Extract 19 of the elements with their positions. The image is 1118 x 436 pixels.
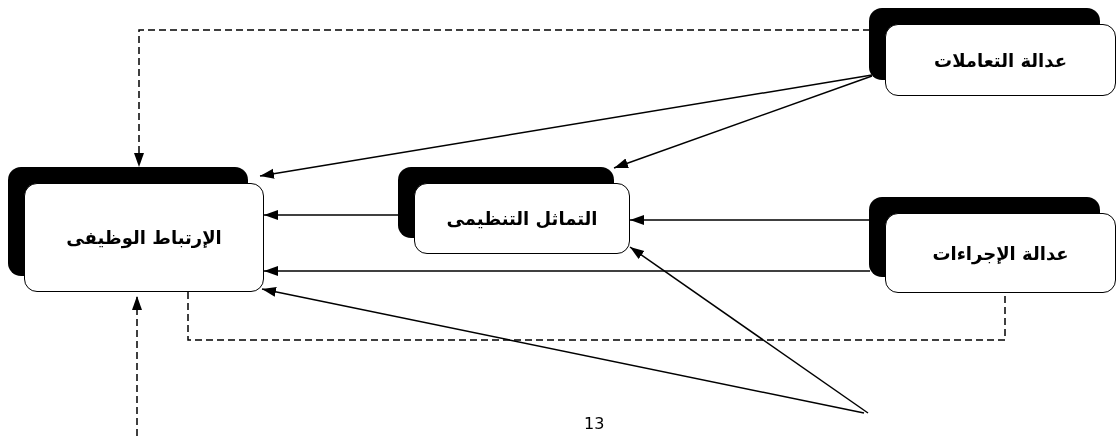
arrow — [263, 266, 871, 276]
arrow — [613, 75, 873, 169]
dashed-line — [187, 291, 1006, 341]
shadowed-box — [398, 167, 630, 254]
arrow — [263, 210, 399, 220]
dashed-arrow — [134, 29, 871, 168]
shadowed-box — [869, 197, 1116, 293]
box-label: التماثل التنظيمى — [446, 208, 598, 229]
shadowed-box — [869, 8, 1116, 96]
dashed-arrow — [132, 295, 142, 436]
box-label: عدالة الإجراءات — [932, 242, 1069, 264]
page-number: 13 — [584, 414, 605, 433]
arrow — [259, 74, 873, 179]
shadowed-box — [8, 167, 264, 292]
arrow — [629, 215, 871, 225]
arrow — [261, 286, 865, 414]
arrow — [629, 246, 869, 414]
box-label: الإرتباط الوظيفى — [66, 227, 222, 248]
box-label: عدالة التعاملات — [934, 49, 1067, 71]
